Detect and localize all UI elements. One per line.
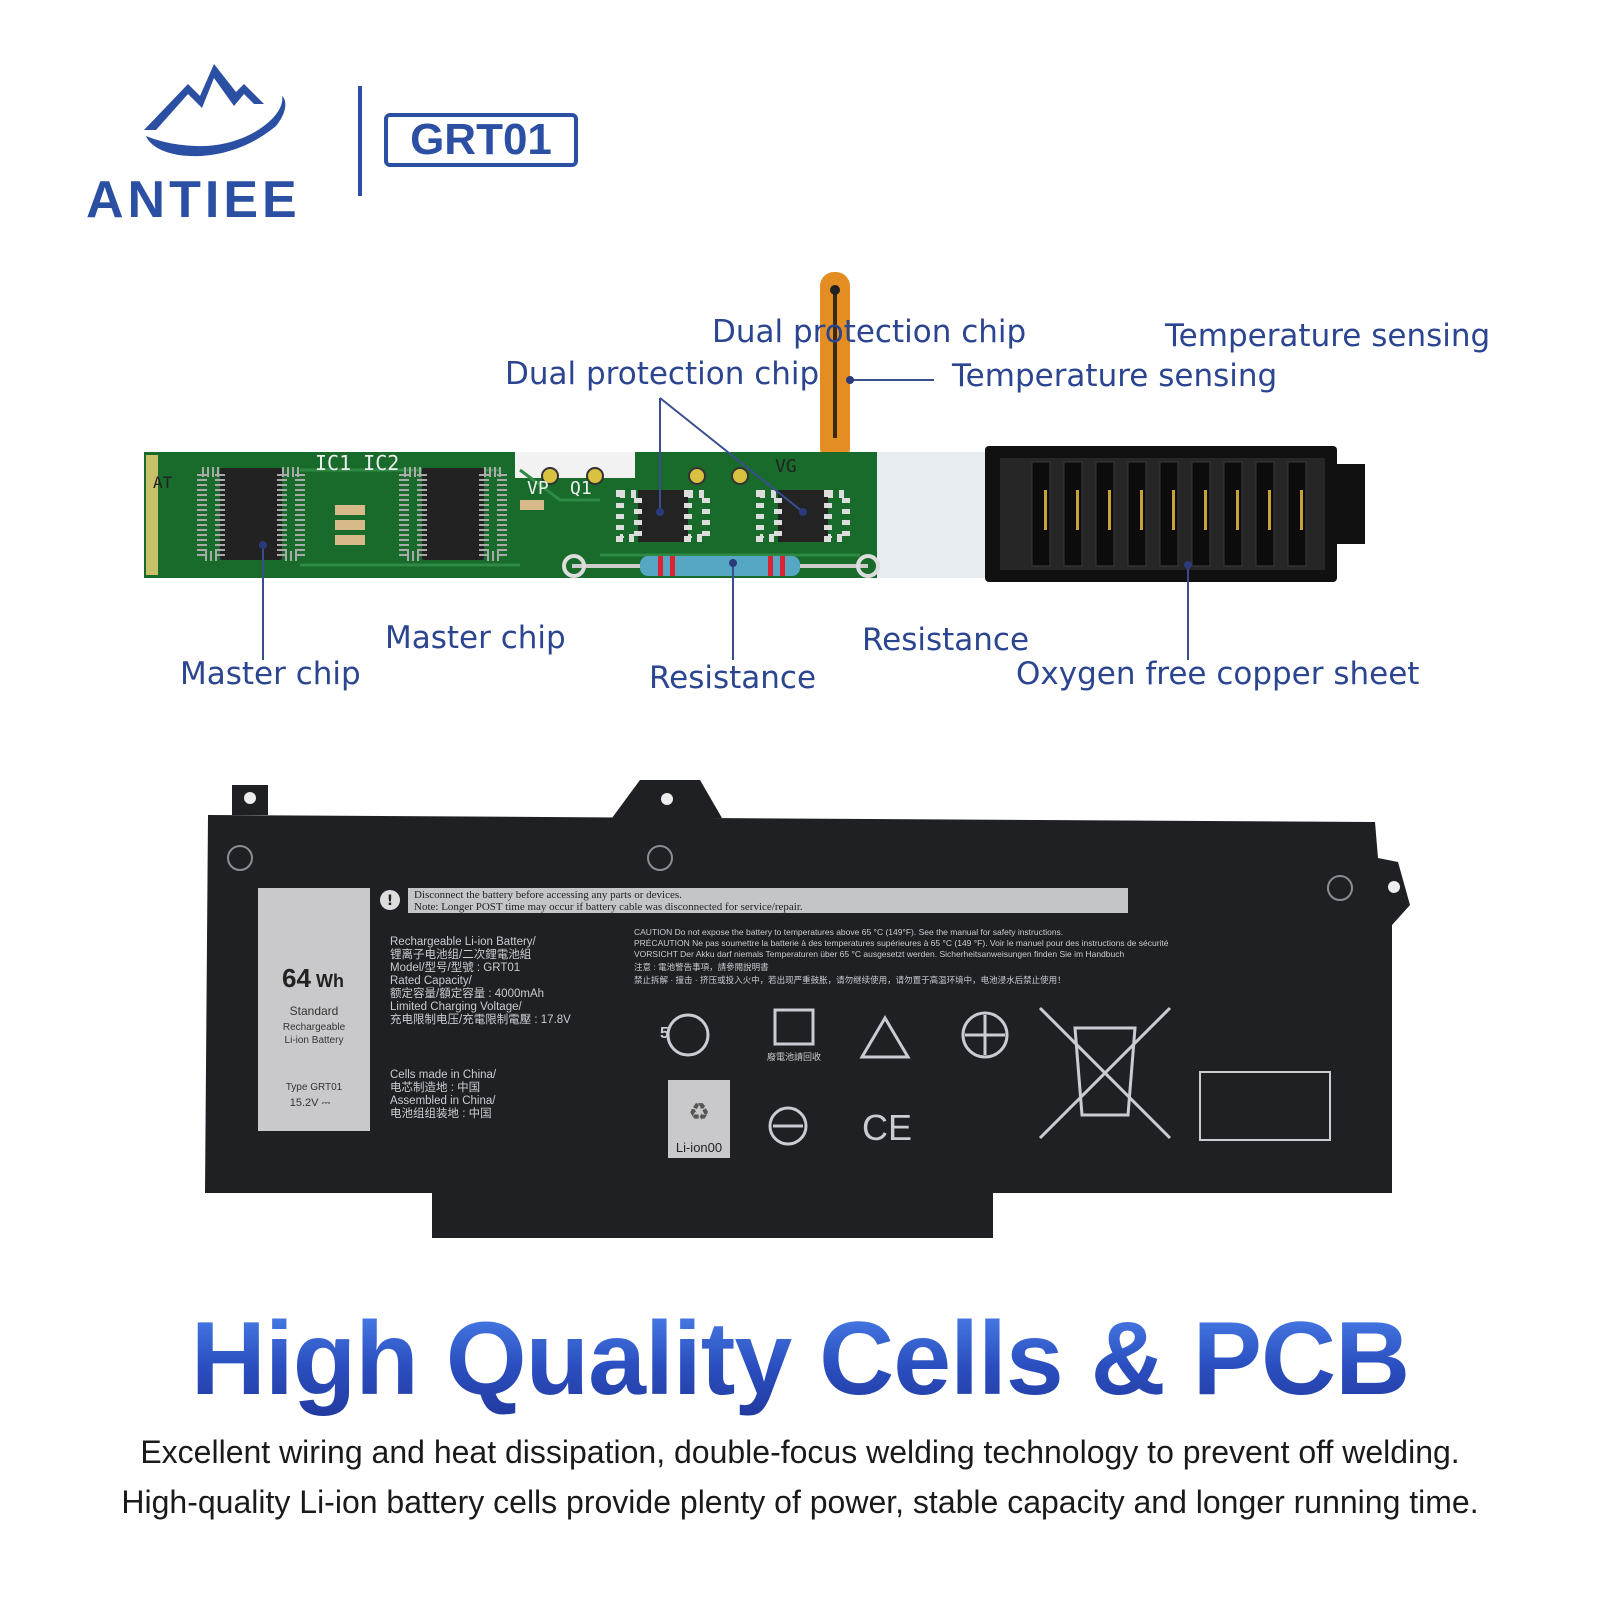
capacity-number: 64 bbox=[282, 963, 311, 993]
connector-pin bbox=[1191, 461, 1211, 567]
recycle-text: 廢電池請回收 bbox=[767, 1051, 821, 1063]
spec-line3: Model/型号/型號 : GRT01 bbox=[390, 960, 520, 974]
capacity-unit: Wh bbox=[316, 971, 344, 991]
energy-mark-icon bbox=[768, 1106, 808, 1146]
recycle-5-icon bbox=[666, 1013, 710, 1057]
connector-pin bbox=[1223, 461, 1243, 567]
description-line1: Excellent wiring and heat dissipation, d… bbox=[140, 1434, 1460, 1470]
copper-contact bbox=[1044, 490, 1047, 530]
label-resistance-lower: Resistance bbox=[649, 660, 817, 696]
spec-line5: 额定容量/額定容量 : 4000mAh bbox=[390, 986, 544, 1000]
caution-line4: 注意 : 電池警告事項，請參閱說明書 bbox=[634, 962, 769, 972]
caution-line1: CAUTION Do not expose the battery to tem… bbox=[634, 927, 1063, 937]
connector-pin bbox=[1031, 461, 1051, 567]
spec-line1: Rechargeable Li-ion Battery/ bbox=[390, 936, 537, 948]
spec-line6: Limited Charging Voltage/ bbox=[390, 1001, 522, 1013]
brand-divider bbox=[358, 86, 362, 196]
label-voltage: 15.2V ⎓ bbox=[290, 1097, 331, 1109]
label-oxygen-copper: Oxygen free copper sheet bbox=[1016, 656, 1420, 692]
copper-contact bbox=[1140, 490, 1143, 530]
copper-contact bbox=[1300, 490, 1303, 530]
liion-text: Li-ion00 bbox=[676, 1140, 722, 1155]
spec-line2: 锂离子电池组/二次鋰電池組 bbox=[390, 947, 532, 961]
label-resistance-upper: Resistance bbox=[862, 622, 1030, 658]
label-line1: Standard bbox=[290, 1004, 339, 1018]
certification-mark-icon bbox=[961, 1011, 1009, 1059]
battery-pack-illustration: 64 Wh Standard Rechargeable Li-ion Batte… bbox=[205, 780, 1410, 1238]
caution-line2: PRÉCAUTION Ne pas soumettre la batterie … bbox=[634, 938, 1169, 948]
crossed-bin-icon bbox=[1038, 1006, 1172, 1140]
battery-recycle-icon bbox=[773, 1008, 815, 1046]
callout-lines bbox=[262, 379, 1189, 660]
mountain-swoosh-logo-icon bbox=[144, 64, 286, 157]
recycle-5-label: 5 bbox=[660, 1025, 669, 1042]
master-chip-2 bbox=[399, 467, 507, 561]
svg-text:♻: ♻ bbox=[688, 1098, 710, 1126]
connector-pin bbox=[1159, 461, 1179, 567]
pcb-illustration: IC1 IC2 VP Q1 VG AT bbox=[144, 272, 1365, 660]
liion-recycle-icon bbox=[668, 1080, 730, 1158]
silk-ic: IC1 IC2 bbox=[315, 451, 399, 475]
label-dual-protection-top: Dual protection chip bbox=[712, 314, 1027, 350]
silk-q1: Q1 bbox=[570, 478, 592, 499]
brand-name: ANTIEE bbox=[86, 171, 301, 229]
caution-line3: VORSICHT Der Akku darf niemals Temperatu… bbox=[634, 949, 1124, 959]
origin-line4: 电池组组装地 : 中国 bbox=[390, 1106, 492, 1120]
label-master-chip-upper: Master chip bbox=[385, 620, 566, 656]
ce-mark: CE bbox=[862, 1107, 912, 1148]
description-line2: High-quality Li-ion battery cells provid… bbox=[121, 1484, 1479, 1520]
warning-line1: Disconnect the battery before accessing … bbox=[414, 889, 682, 901]
origin-line1: Cells made in China/ bbox=[390, 1069, 497, 1081]
warning-triangle-icon bbox=[859, 1015, 911, 1059]
copper-contact bbox=[1204, 490, 1207, 530]
connector-pin bbox=[1127, 461, 1147, 567]
connector-pin bbox=[1095, 461, 1115, 567]
protection-chip-1 bbox=[616, 490, 710, 542]
label-line3: Li-ion Battery bbox=[285, 1035, 344, 1046]
silk-vg: VG bbox=[775, 456, 797, 477]
copper-contact bbox=[1172, 490, 1175, 530]
silk-vp: VP bbox=[527, 478, 549, 499]
label-type: Type GRT01 bbox=[286, 1082, 343, 1093]
battery-body bbox=[205, 815, 1410, 1238]
warning-line2: Note: Longer POST time may occur if batt… bbox=[414, 901, 803, 913]
caution-line5: 禁止拆解 · 撞击 · 挤压或投入火中，若出现严重鼓胀，请勿继续使用，请勿置于高… bbox=[634, 975, 1066, 985]
connector-pin bbox=[1255, 461, 1275, 567]
warning-strip bbox=[408, 888, 1128, 913]
headline: High Quality Cells & PCB bbox=[0, 1300, 1600, 1419]
resistor bbox=[640, 556, 800, 576]
silk-at: AT bbox=[153, 473, 173, 492]
origin-line3: Assembled in China/ bbox=[390, 1095, 496, 1107]
origin-line2: 电芯制造地 : 中国 bbox=[390, 1080, 480, 1094]
capacity-label-panel bbox=[258, 888, 370, 1131]
blank-label-box bbox=[1199, 1071, 1331, 1141]
model-badge: GRT01 bbox=[384, 113, 578, 167]
label-temperature-top: Temperature sensing bbox=[1165, 318, 1491, 354]
copper-contact bbox=[1076, 490, 1079, 530]
copper-contact bbox=[1268, 490, 1271, 530]
label-dual-protection-bottom: Dual protection chip bbox=[505, 356, 820, 392]
copper-contact bbox=[1108, 490, 1111, 530]
connector-pin bbox=[1287, 461, 1307, 567]
copper-contact bbox=[1236, 490, 1239, 530]
label-master-chip-lower: Master chip bbox=[180, 656, 361, 692]
svg-text:!: ! bbox=[387, 893, 393, 909]
connector-pin bbox=[1063, 461, 1083, 567]
spec-line7: 充电限制电压/充電限制電壓 : 17.8V bbox=[390, 1012, 571, 1026]
label-line2: Rechargeable bbox=[283, 1022, 346, 1033]
label-temperature-bottom: Temperature sensing bbox=[952, 358, 1278, 394]
master-chip-1 bbox=[197, 467, 305, 561]
spec-line4: Rated Capacity/ bbox=[390, 975, 473, 987]
